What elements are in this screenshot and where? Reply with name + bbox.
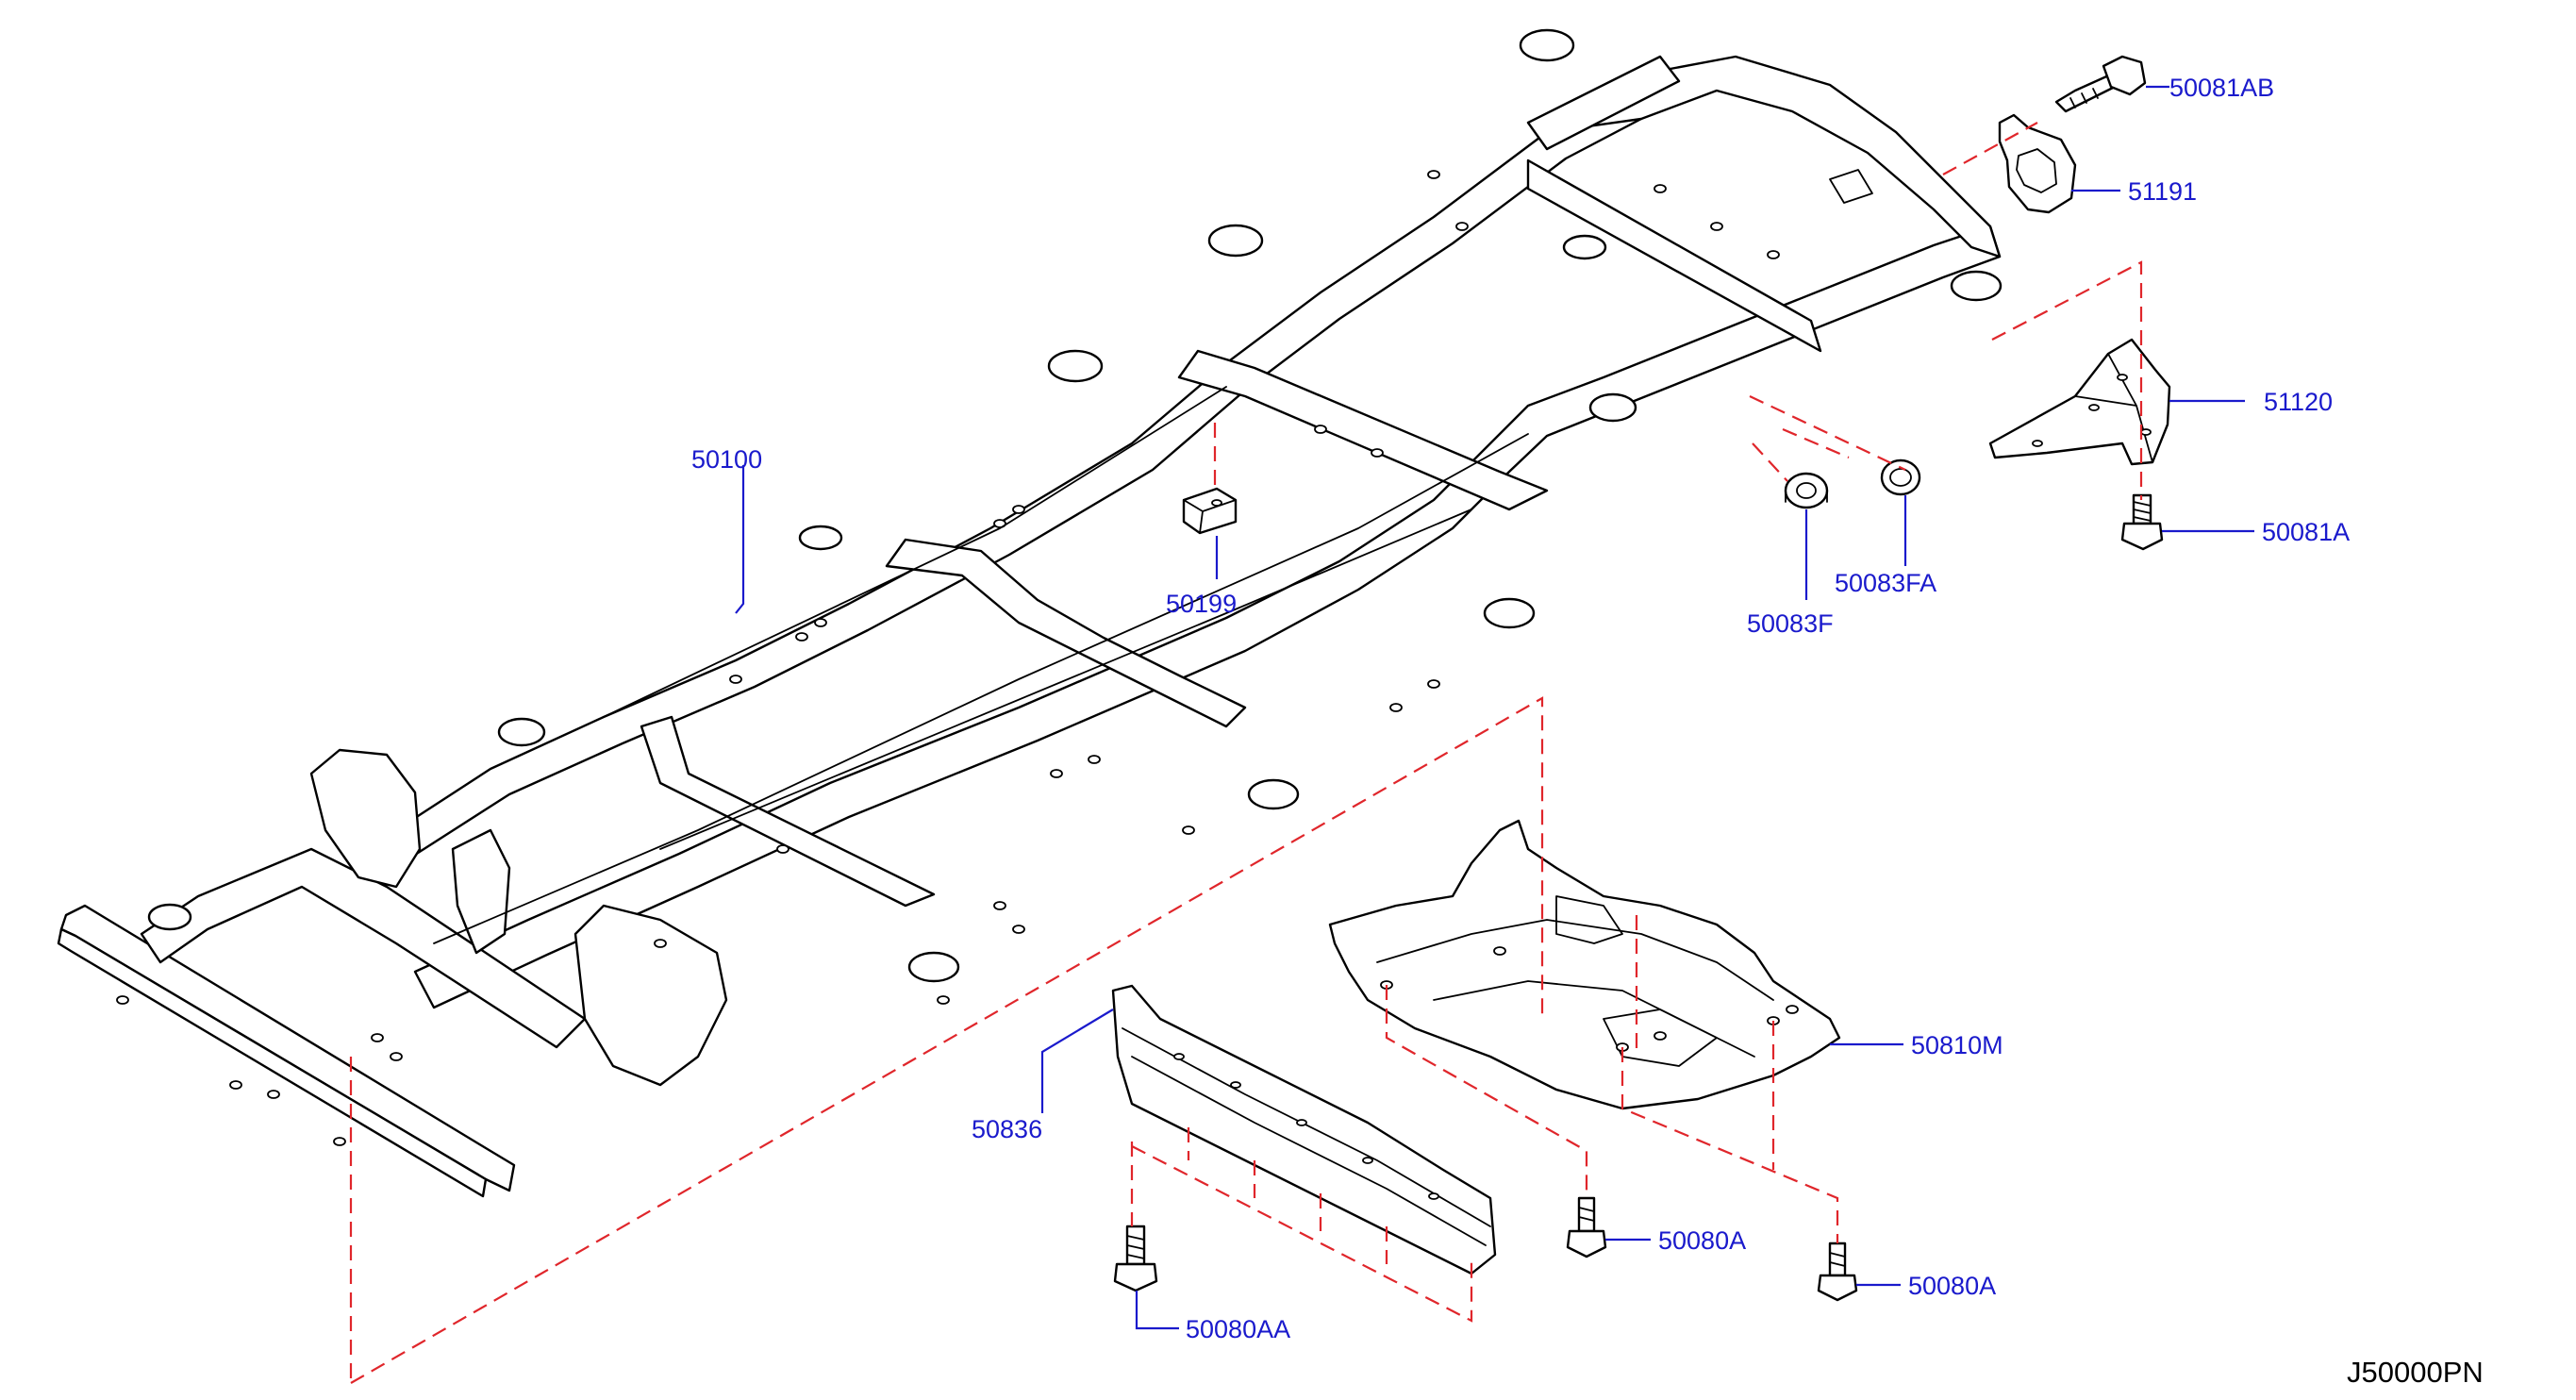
bushing-50083FA (1880, 458, 1921, 496)
rear-spare-tire-hole (1829, 169, 1873, 204)
callout-50083FA: 50083FA (1835, 569, 1936, 597)
bolt-50080A-right (1817, 1242, 1858, 1302)
guide-skid-ticks (1635, 915, 1775, 1170)
frame-bracket-50199 (1182, 487, 1238, 535)
front-bumper-beam-face (57, 927, 488, 1198)
rear-cross-member (1526, 55, 1681, 151)
leader-50100 (735, 465, 745, 614)
leader-lines (735, 85, 2254, 1330)
callout-50083F: 50083F (1747, 609, 1834, 638)
ladder-frame (57, 28, 2003, 1198)
callout-51191: 51191 (2128, 177, 2197, 206)
guide-bolt-top (1942, 122, 2038, 175)
diagram-code: J50000PN (2347, 1356, 2484, 1389)
cross-member-3 (640, 715, 936, 908)
body-mount-pad (1519, 28, 1575, 62)
guide-cross-guard (350, 696, 1544, 1384)
callout-50836: 50836 (972, 1115, 1042, 1143)
bolt-50080AA (1113, 1225, 1158, 1292)
body-mount-pad (1950, 270, 2003, 302)
engine-mount (451, 828, 511, 955)
cross-member-2 (885, 538, 1247, 728)
body-mount-pad (1047, 349, 1104, 383)
rail-inner-edge (603, 386, 1227, 718)
body-mount-pad (147, 903, 192, 931)
guide-bracket-box (1991, 260, 2143, 500)
guide-skid-right (1620, 1047, 1839, 1243)
body-mount-pad (907, 951, 960, 983)
frame-holes (116, 170, 1780, 1146)
guide-bushings (1749, 395, 1906, 482)
body-mount-pad (1247, 778, 1300, 810)
callout-51120: 51120 (2264, 388, 2333, 416)
body-mount-pad (1562, 234, 1607, 260)
leader-50080AA (1135, 1291, 1179, 1330)
rail-inner-edge (433, 433, 1529, 944)
bolt-50080A-left (1566, 1196, 1607, 1258)
leader-50836 (1040, 1008, 1114, 1113)
callout-50081AB: 50081AB (2169, 74, 2274, 102)
callout-50199: 50199 (1166, 590, 1237, 618)
callout-50080A-left: 50080A (1658, 1226, 1746, 1255)
mount-bracket-51120 (1988, 338, 2171, 466)
bushing-50083F (1784, 472, 1829, 509)
assembly-guides (349, 122, 2143, 1384)
cross-member-1 (1177, 349, 1549, 511)
guide-guard-bolts (1130, 1142, 1473, 1323)
skid-plate-50810M (1328, 819, 1841, 1110)
body-mount-pad (1207, 224, 1264, 258)
callout-50100: 50100 (691, 445, 762, 474)
guide-skid-left (1385, 985, 1588, 1198)
bolt-50081A (2120, 493, 2164, 551)
bolt-50081AB (2054, 55, 2147, 113)
cross-guard-50836 (1111, 984, 1497, 1275)
rear-cross-member-lower (1526, 158, 1822, 353)
front-cross-member (140, 847, 587, 1049)
body-mount-pad (1483, 597, 1536, 629)
rear-upper-rail (1545, 55, 2002, 258)
body-mount-pad (1588, 392, 1637, 423)
right-front-tower (309, 748, 422, 889)
callout-50810M: 50810M (1911, 1031, 2003, 1059)
callout-50081A: 50081A (2262, 518, 2350, 546)
callout-50080A-right: 50080A (1908, 1272, 1996, 1300)
left-front-tower (573, 904, 728, 1087)
body-mount-pad (497, 717, 546, 747)
rail-inner-edge (659, 508, 1472, 850)
body-mount-pad (798, 525, 843, 551)
callout-labels: 50100 50199 50081AB 51191 51120 50081A 5… (691, 74, 2350, 1343)
callout-50080AA: 50080AA (1186, 1315, 1290, 1343)
plate-51191 (1998, 113, 2077, 214)
